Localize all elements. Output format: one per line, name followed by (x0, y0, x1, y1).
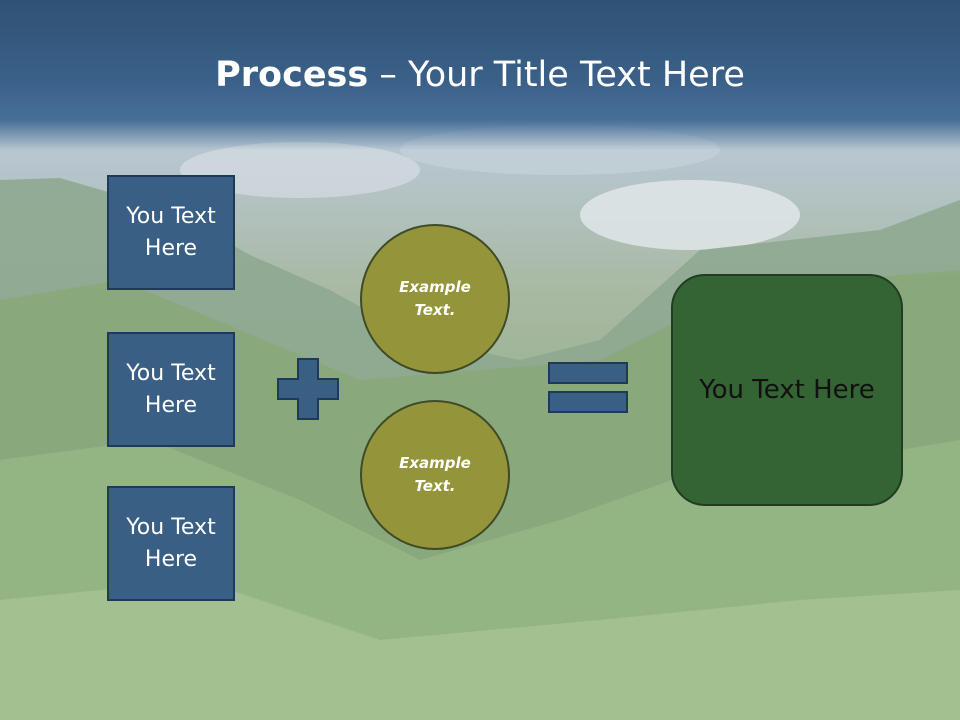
input-box-2-label: You Text Here (126, 360, 216, 418)
slide-title[interactable]: Process – Your Title Text Here (0, 52, 960, 98)
title-bold: Process (215, 55, 369, 95)
operand-circle-2[interactable]: Example Text. (360, 400, 510, 550)
title-banner (0, 0, 960, 150)
result-box[interactable]: You Text Here (671, 274, 903, 506)
input-box-1-label: You Text Here (126, 203, 216, 261)
operand-circle-1[interactable]: Example Text. (360, 224, 510, 374)
input-box-1[interactable]: You Text Here (107, 175, 235, 290)
plus-icon (277, 358, 339, 420)
input-box-3-label: You Text Here (126, 514, 216, 572)
input-box-3[interactable]: You Text Here (107, 486, 235, 601)
title-rest: – Your Title Text Here (368, 55, 745, 95)
result-box-label: You Text Here (699, 375, 875, 405)
operand-circle-2-label: Example Text. (399, 454, 471, 495)
input-box-2[interactable]: You Text Here (107, 332, 235, 447)
operand-circle-1-label: Example Text. (399, 278, 471, 319)
equals-icon (548, 362, 628, 413)
